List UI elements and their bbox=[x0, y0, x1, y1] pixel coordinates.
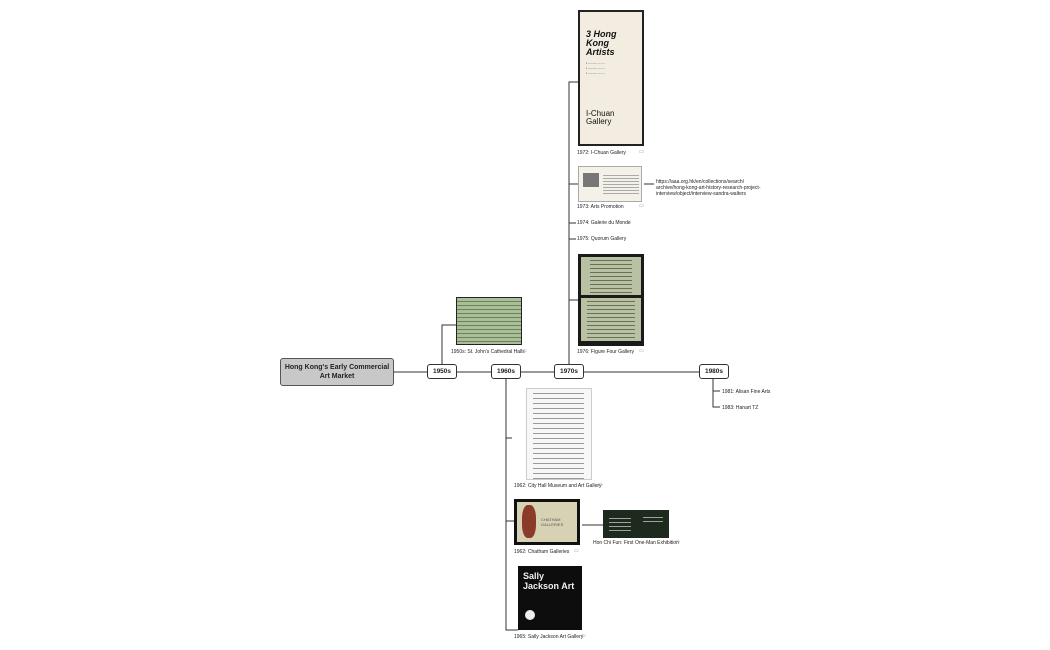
decade-1970s-label: 1970s bbox=[559, 368, 579, 375]
sally-jackson-image[interactable]: Sally Jackson Art bbox=[518, 566, 582, 630]
item-1981-label[interactable]: 1981: Alisan Fine Arts bbox=[722, 389, 771, 395]
figure-four-image[interactable] bbox=[578, 254, 644, 346]
note-icon[interactable]: ▭ bbox=[639, 203, 644, 209]
item-1975-label[interactable]: 1975: Quorum Gallery bbox=[577, 236, 627, 242]
item-1976-label[interactable]: 1976: Figure Four Gallery bbox=[577, 349, 634, 355]
item-1962b-label[interactable]: 1962: Chatham Galleries bbox=[514, 549, 570, 555]
note-icon[interactable]: ▭ bbox=[522, 348, 527, 354]
arts-promotion-image[interactable] bbox=[578, 166, 642, 202]
note-icon[interactable]: ▭ bbox=[574, 548, 579, 554]
item-1950-label[interactable]: 1950s: St. John's Cathedral Halls bbox=[451, 349, 525, 355]
item-1965-label[interactable]: 1965: Sally Jackson Art Gallery bbox=[514, 634, 584, 640]
decade-1980s-label: 1980s bbox=[704, 368, 724, 375]
item-1972-label[interactable]: 1972: I-Chuan Gallery bbox=[577, 150, 626, 156]
decade-1950s-label: 1950s bbox=[432, 368, 452, 375]
item-hon-label[interactable]: Hon Chi Fun: First One-Man Exhibition bbox=[593, 540, 679, 546]
text-placeholder bbox=[581, 257, 641, 295]
ichuan-brochure-names: ▪ ——— — —▪ ——— — —▪ ——— — — bbox=[586, 61, 605, 75]
figure-placeholder bbox=[522, 505, 536, 538]
text-placeholder bbox=[603, 173, 639, 195]
note-icon[interactable]: ▭ bbox=[598, 482, 603, 488]
decade-1970s[interactable]: 1970s bbox=[554, 364, 584, 379]
note-icon[interactable]: ▭ bbox=[639, 348, 644, 354]
text-placeholder bbox=[643, 514, 663, 524]
text-placeholder bbox=[609, 515, 631, 533]
chatham-card-title: CHATHAM GALLERIES bbox=[541, 517, 564, 527]
photo-placeholder bbox=[583, 173, 599, 187]
logo-circle bbox=[525, 610, 535, 620]
root-title: Hong Kong's Early Commercial Art Market bbox=[284, 364, 390, 380]
ichuan-brochure-gallery: I-Chuan Gallery bbox=[586, 109, 615, 126]
item-1973-label[interactable]: 1973: Arts Promotion bbox=[577, 204, 624, 210]
text-placeholder bbox=[581, 298, 641, 341]
decade-1960s[interactable]: 1960s bbox=[491, 364, 521, 379]
item-1962a-label[interactable]: 1962: City Hall Museum and Art Gallery bbox=[514, 483, 602, 489]
url-note[interactable]: https://aaa.org.hk/en/collections/search… bbox=[656, 179, 761, 197]
decade-1960s-label: 1960s bbox=[496, 368, 516, 375]
sally-jackson-title: Sally Jackson Art bbox=[523, 571, 575, 591]
note-icon[interactable]: ▭ bbox=[581, 633, 586, 639]
city-hall-document-image[interactable] bbox=[526, 388, 592, 480]
ichuan-brochure-image[interactable]: 3 Hong Kong Artists ▪ ——— — —▪ ——— — —▪ … bbox=[578, 10, 644, 146]
item-1974-label[interactable]: 1974: Galerie du Monde bbox=[577, 220, 631, 226]
item-1983-label[interactable]: 1983: Hanart TZ bbox=[722, 405, 759, 411]
root-topic[interactable]: Hong Kong's Early Commercial Art Market bbox=[280, 358, 394, 386]
chatham-galleries-image[interactable]: CHATHAM GALLERIES bbox=[514, 499, 580, 545]
decade-1980s[interactable]: 1980s bbox=[699, 364, 729, 379]
note-icon[interactable]: ▭ bbox=[639, 149, 644, 155]
decade-1950s[interactable]: 1950s bbox=[427, 364, 457, 379]
note-icon[interactable]: ▭ bbox=[675, 539, 680, 545]
chatham-card: CHATHAM GALLERIES bbox=[517, 502, 577, 542]
st-johns-document-image[interactable] bbox=[456, 297, 522, 345]
ichuan-brochure-title: 3 Hong Kong Artists bbox=[586, 29, 617, 57]
hon-chi-fun-card-image[interactable] bbox=[603, 510, 669, 538]
